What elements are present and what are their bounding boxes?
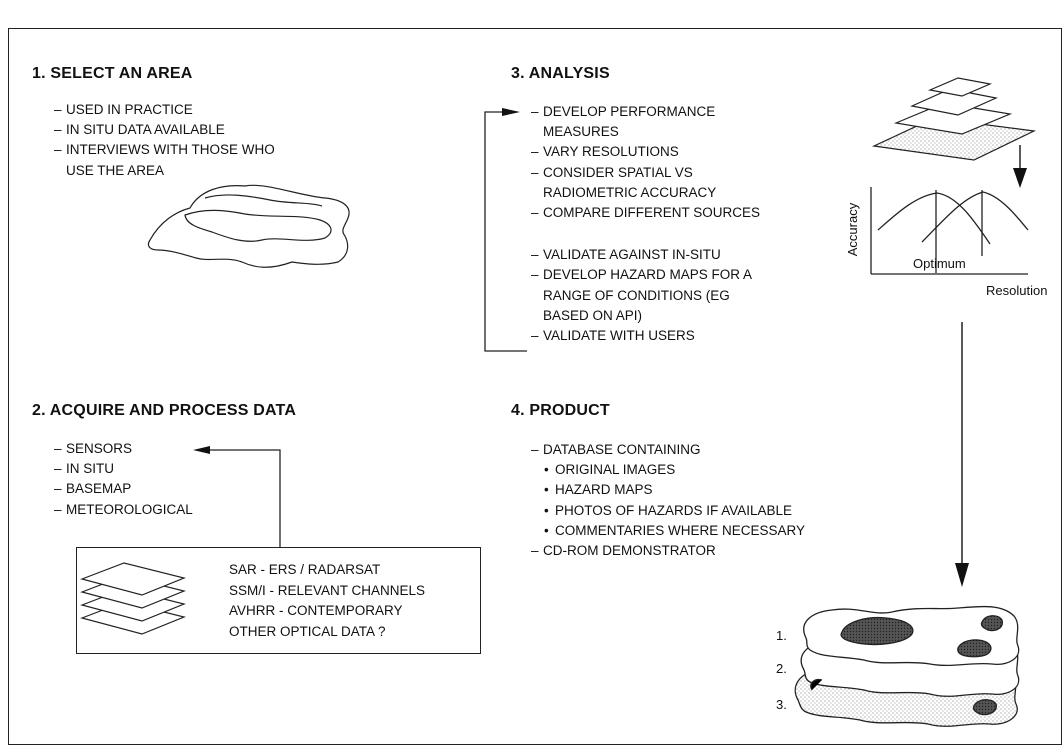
- data-box-arrow: [193, 446, 281, 547]
- list-item: HAZARD MAPS: [531, 480, 805, 500]
- graph-ylabel: Accuracy: [845, 202, 861, 257]
- section-3-list: DEVELOP PERFORMANCE MEASURES VARY RESOLU…: [531, 102, 760, 346]
- arrow-down-long: [955, 322, 969, 587]
- graph-xlabel: Resolution: [986, 283, 1048, 298]
- graph-optimum-label: Optimum: [913, 256, 966, 271]
- section-1-title: 1. SELECT AN AREA: [32, 65, 193, 82]
- data-sources-box: SAR - ERS / RADARSAT SSM/I - RELEVANT CH…: [76, 547, 481, 654]
- section-4-list: DATABASE CONTAINING ORIGINAL IMAGES HAZA…: [531, 440, 805, 561]
- stack-label-1: 1.: [776, 628, 787, 643]
- list-item: BASED ON API): [543, 307, 643, 323]
- list-item: AVHRR - CONTEMPORARY: [229, 603, 403, 618]
- hazard-map-stack: [794, 605, 1020, 727]
- accuracy-resolution-graph: [870, 187, 1029, 275]
- diagram-frame: [8, 28, 1062, 745]
- list-item: VALIDATE WITH USERS: [531, 326, 760, 346]
- list-item: RANGE OF CONDITIONS (EG: [543, 287, 730, 303]
- list-item: OTHER OPTICAL DATA ?: [229, 623, 386, 639]
- list-item: MEASURES: [543, 124, 619, 140]
- list-item: VALIDATE AGAINST IN-SITU: [531, 245, 760, 265]
- list-item: SENSORS: [54, 439, 193, 459]
- list-item: COMPARE DIFFERENT SOURCES: [531, 203, 760, 223]
- list-item: IN SITU: [54, 459, 193, 479]
- data-sources-list: SAR - ERS / RADARSAT SSM/I - RELEVANT CH…: [229, 560, 425, 642]
- list-item: DEVELOP HAZARD MAPS FOR A: [531, 265, 760, 285]
- list-item: COMMENTARIES WHERE NECESSARY: [531, 521, 805, 541]
- list-item: DATABASE CONTAINING: [531, 440, 805, 460]
- list-item: USE THE AREA: [66, 162, 165, 178]
- list-item: CONSIDER SPATIAL VS: [531, 163, 760, 183]
- arrow-down-small: [1013, 145, 1027, 188]
- list-item: ORIGINAL IMAGES: [531, 460, 805, 480]
- list-item: CD-ROM DEMONSTRATOR: [531, 541, 805, 561]
- list-item: SSM/I - RELEVANT CHANNELS: [229, 582, 426, 598]
- section-3-title: 3. ANALYSIS: [511, 65, 610, 82]
- list-item: USED IN PRACTICE: [54, 100, 275, 120]
- list-item: DEVELOP PERFORMANCE: [531, 102, 760, 122]
- stack-label-2: 2.: [776, 661, 787, 676]
- stack-label-3: 3.: [776, 697, 787, 712]
- section-4-title: 4. PRODUCT: [511, 402, 610, 419]
- list-item: VARY RESOLUTIONS: [531, 142, 760, 162]
- area-map-sketch: [147, 184, 350, 268]
- list-item: IN SITU DATA AVAILABLE: [54, 120, 275, 140]
- section-2-title: 2. ACQUIRE AND PROCESS DATA: [32, 402, 297, 419]
- data-layers-icon: [80, 562, 186, 635]
- section-1-list: USED IN PRACTICE IN SITU DATA AVAILABLE …: [54, 100, 275, 181]
- list-item: PHOTOS OF HAZARDS IF AVAILABLE: [531, 501, 805, 521]
- list-item: RADIOMETRIC ACCURACY: [543, 184, 717, 200]
- analysis-loop-arrow: [484, 108, 527, 352]
- list-item: BASEMAP: [54, 479, 193, 499]
- list-item: METEOROLOGICAL: [54, 500, 193, 520]
- list-item: INTERVIEWS WITH THOSE WHO: [54, 140, 275, 160]
- resolution-layers-icon: [871, 77, 1037, 161]
- section-2-list: SENSORS IN SITU BASEMAP METEOROLOGICAL: [54, 439, 193, 520]
- list-item: SAR - ERS / RADARSAT: [229, 562, 381, 577]
